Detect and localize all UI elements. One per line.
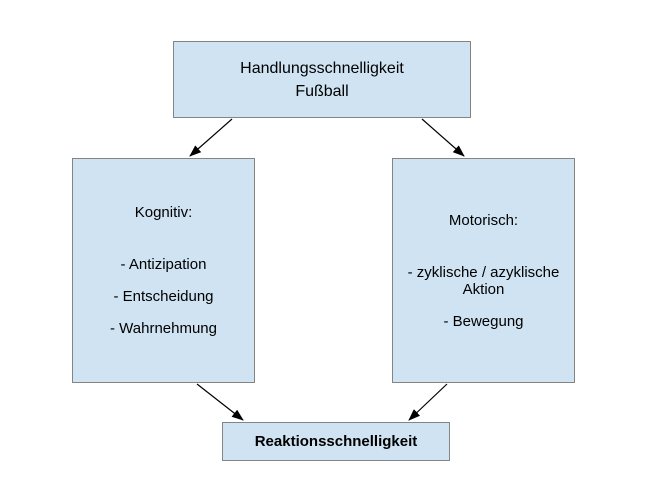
title-line-1: Handlungsschnelligkeit bbox=[240, 59, 404, 77]
motorisch-item: - zyklische / azyklische Aktion bbox=[407, 263, 560, 298]
motorisch-item: - Bewegung bbox=[443, 312, 524, 330]
arrow-motorisch-to-reaktion bbox=[408, 383, 448, 421]
arrow-kognitiv-to-reaktion bbox=[196, 383, 244, 421]
arrow-title-to-motorisch bbox=[421, 118, 465, 157]
title-box: Handlungsschnelligkeit Fußball bbox=[173, 41, 471, 118]
kognitiv-item: - Antizipation bbox=[120, 256, 207, 273]
kognitiv-item: - Entscheidung bbox=[113, 288, 214, 305]
kognitiv-item: - Wahrnehmung bbox=[110, 320, 217, 337]
title-line-2: Fußball bbox=[295, 82, 349, 100]
kognitiv-box: Kognitiv: - Antizipation - Entscheidung … bbox=[72, 158, 255, 383]
motorisch-heading: Motorisch: bbox=[448, 211, 519, 229]
kognitiv-heading: Kognitiv: bbox=[134, 204, 193, 221]
reaktion-label: Reaktionsschnelligkeit bbox=[254, 433, 418, 450]
reaktion-box: Reaktionsschnelligkeit bbox=[222, 422, 450, 461]
arrow-title-to-kognitiv bbox=[189, 118, 233, 157]
motorisch-box: Motorisch: - zyklische / azyklische Akti… bbox=[392, 158, 575, 383]
